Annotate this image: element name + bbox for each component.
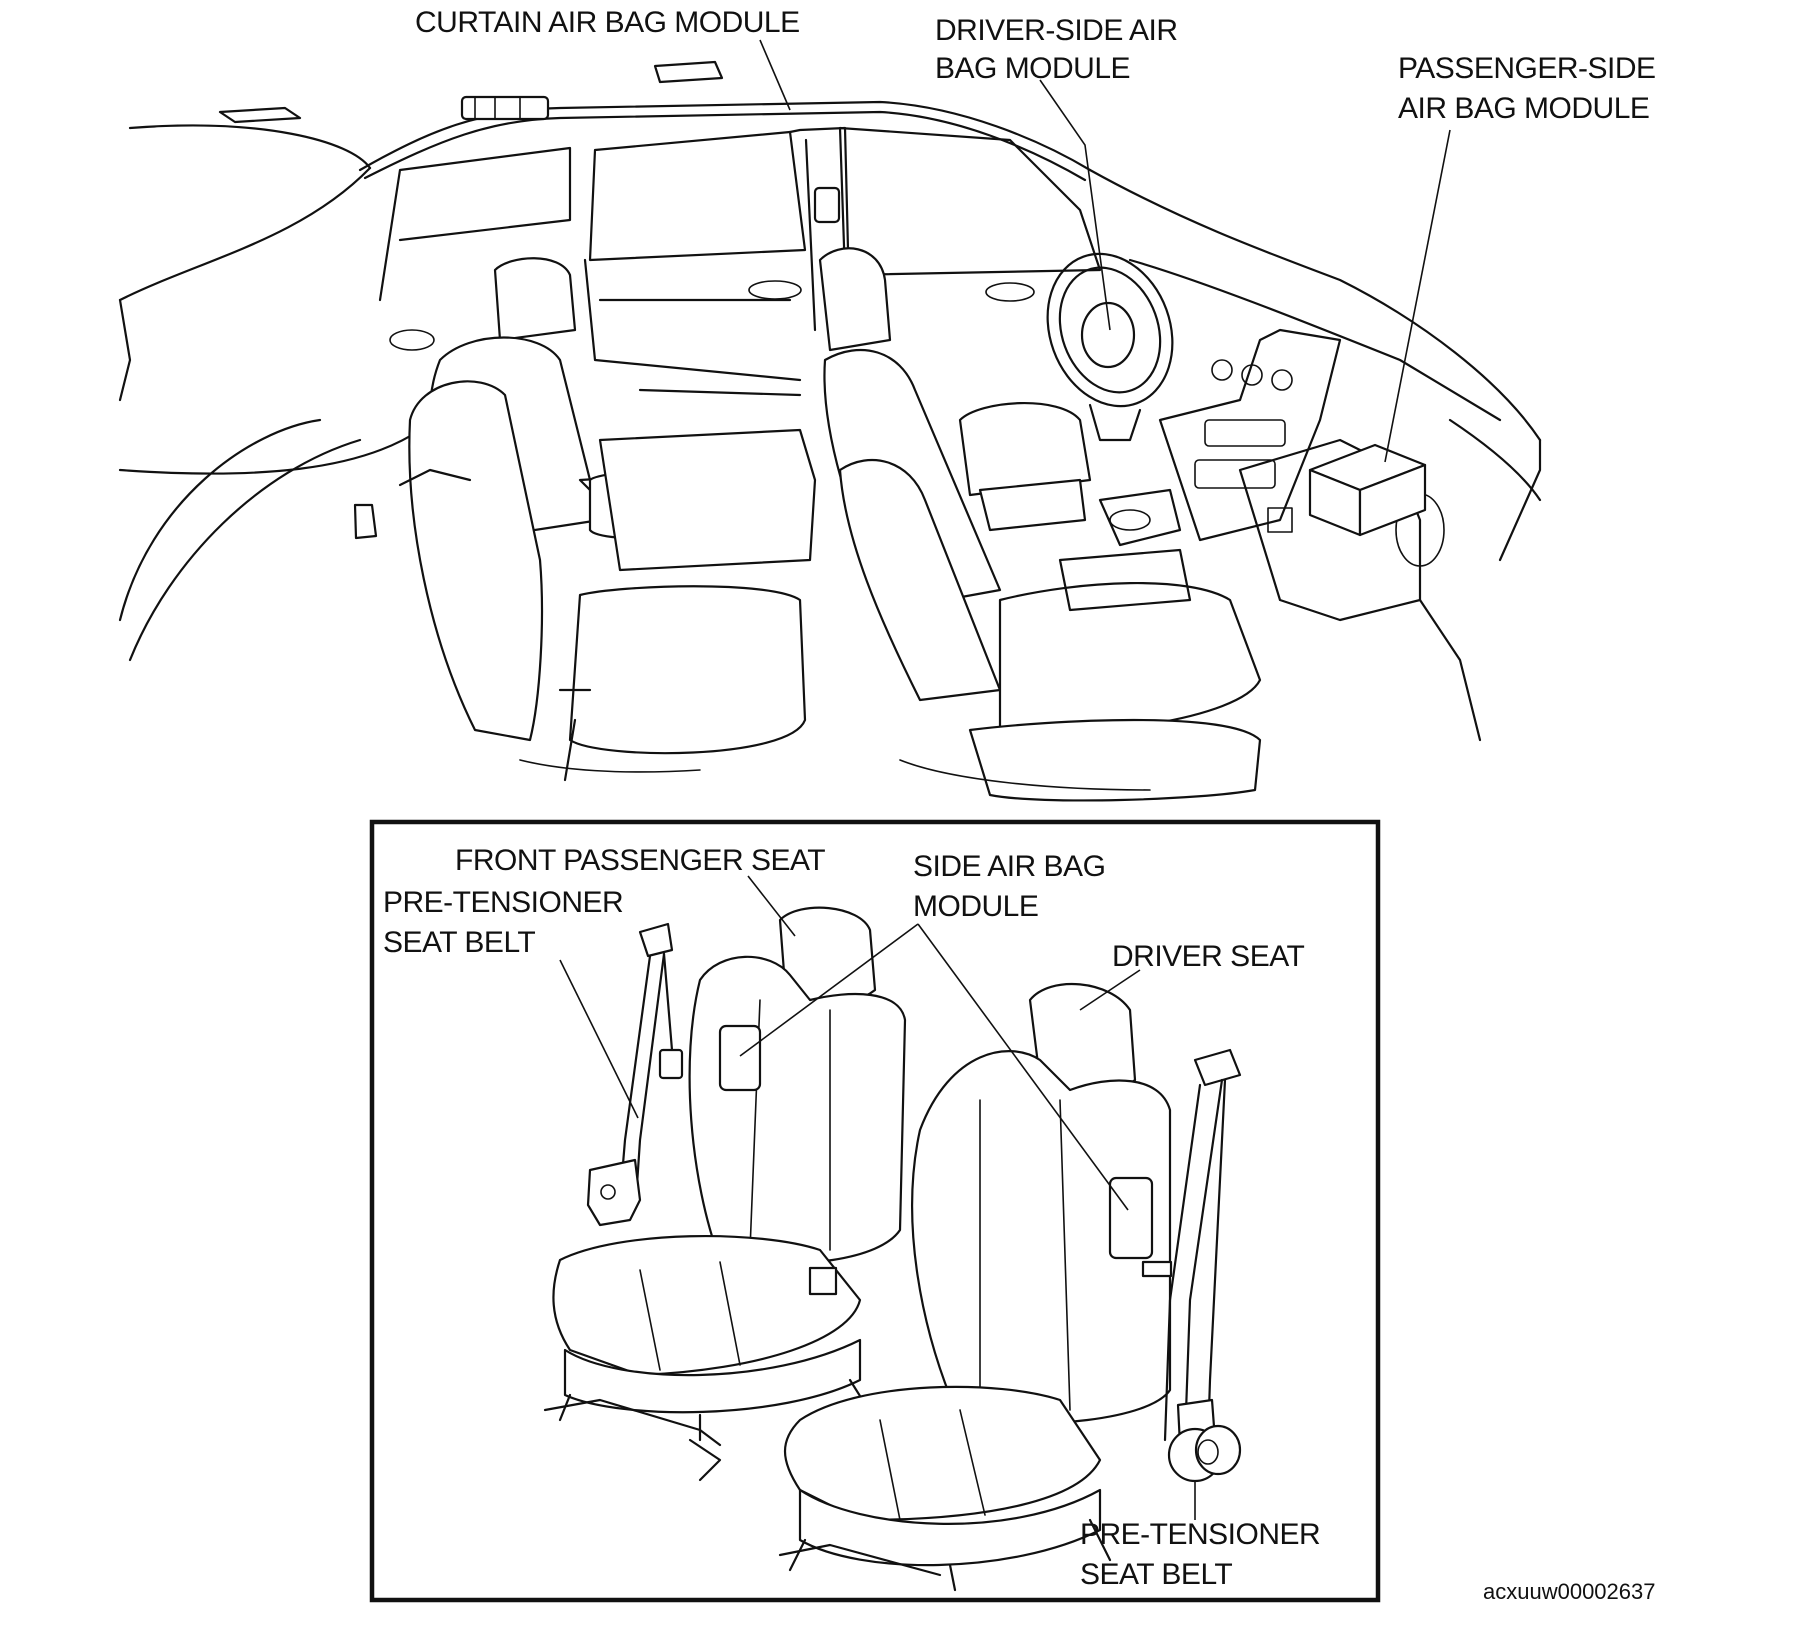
bottom-leader-lines <box>559 875 1196 1520</box>
passenger-airbag-label-line1: PASSENGER-SIDE <box>1398 52 1656 85</box>
pretensioner-left-label-line2: SEAT BELT <box>383 926 535 959</box>
driver-airbag-label-line2: BAG MODULE <box>935 52 1130 85</box>
driver-seat-label: DRIVER SEAT <box>1112 940 1304 973</box>
vehicle-interior-illustration <box>118 60 1542 802</box>
figure-code: acxuuw00002637 <box>1483 1579 1655 1604</box>
curtain-airbag-label: CURTAIN AIR BAG MODULE <box>415 6 800 39</box>
pretensioner-right-label-line1: PRE-TENSIONER <box>1080 1518 1320 1551</box>
seat-detail-frame <box>369 819 1381 1603</box>
side-airbag-label-line2: MODULE <box>913 890 1038 923</box>
driver-airbag-label-line1: DRIVER-SIDE AIR <box>935 14 1178 47</box>
front-passenger-seat-label: FRONT PASSENGER SEAT <box>455 844 825 877</box>
pretensioner-left-label-line1: PRE-TENSIONER <box>383 886 623 919</box>
side-airbag-label-line1: SIDE AIR BAG <box>913 850 1105 883</box>
top-leader-lines <box>759 39 1451 463</box>
pretensioner-right-label-line2: SEAT BELT <box>1080 1558 1232 1591</box>
seat-detail-illustration <box>543 906 1242 1592</box>
passenger-airbag-label-line2: AIR BAG MODULE <box>1398 92 1649 125</box>
